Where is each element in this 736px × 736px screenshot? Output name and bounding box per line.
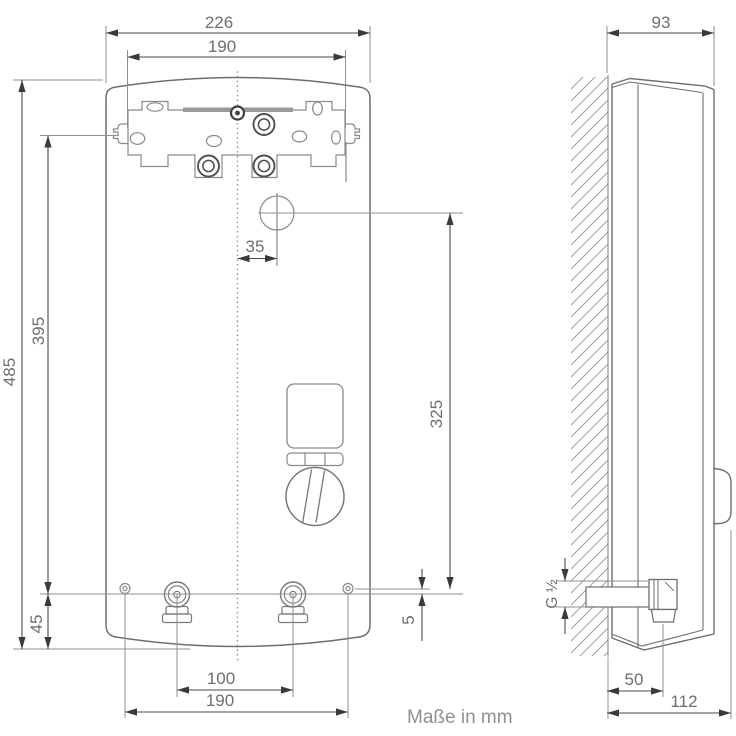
front-view bbox=[105, 71, 371, 662]
label-screw-offset: 5 bbox=[399, 615, 418, 624]
bracket-grommets bbox=[197, 113, 276, 178]
label-pipe-spacing: 100 bbox=[207, 669, 235, 688]
bracket-slot bbox=[129, 132, 146, 145]
wall-hatching bbox=[571, 77, 608, 656]
bracket-slot bbox=[331, 130, 342, 145]
body-outline bbox=[105, 76, 371, 648]
label-bracket-width: 190 bbox=[208, 37, 236, 56]
bracket-right-clip bbox=[345, 123, 361, 145]
label-overall-height: 485 bbox=[0, 358, 19, 386]
label-pipe-thread: G ½ bbox=[544, 579, 561, 608]
side-body-outline bbox=[611, 77, 715, 651]
bracket-slot bbox=[146, 102, 164, 112]
label-bracket-height: 395 bbox=[29, 317, 48, 345]
units-caption: Maße in mm bbox=[407, 707, 513, 728]
knob-side-profile bbox=[713, 467, 732, 525]
screw-hole-left bbox=[119, 582, 131, 595]
display-window bbox=[286, 383, 344, 449]
label-wall-to-pipe: 50 bbox=[625, 670, 644, 689]
bracket-slot bbox=[312, 101, 323, 116]
dimension-labels: 226 190 485 395 45 35 325 5 100 190 93 G… bbox=[0, 13, 698, 728]
label-overall-width: 226 bbox=[205, 13, 233, 32]
pipe-connection-side bbox=[585, 578, 678, 623]
label-depth: 93 bbox=[652, 13, 671, 32]
label-wall-to-front: 112 bbox=[670, 692, 697, 711]
extension-lines bbox=[13, 26, 732, 719]
control-knob bbox=[285, 466, 345, 527]
label-screw-spacing: 190 bbox=[206, 691, 234, 710]
side-view bbox=[571, 75, 732, 657]
dimension-lines bbox=[18, 29, 731, 717]
label-connection-height: 325 bbox=[427, 400, 446, 428]
label-cable-offset: 35 bbox=[246, 237, 265, 256]
cable-entry-hole bbox=[259, 193, 295, 266]
pipe-stub bbox=[585, 586, 651, 608]
button-bar bbox=[286, 452, 344, 467]
label-bottom-offset: 45 bbox=[27, 615, 46, 634]
pipe-elbow bbox=[648, 578, 678, 611]
screw-hole-right bbox=[342, 582, 354, 595]
bracket-slot bbox=[205, 134, 223, 148]
bracket-left-clip bbox=[112, 123, 128, 145]
bracket-screw bbox=[229, 105, 246, 121]
bracket-slot bbox=[291, 130, 308, 143]
pipe-nut bbox=[650, 608, 677, 623]
